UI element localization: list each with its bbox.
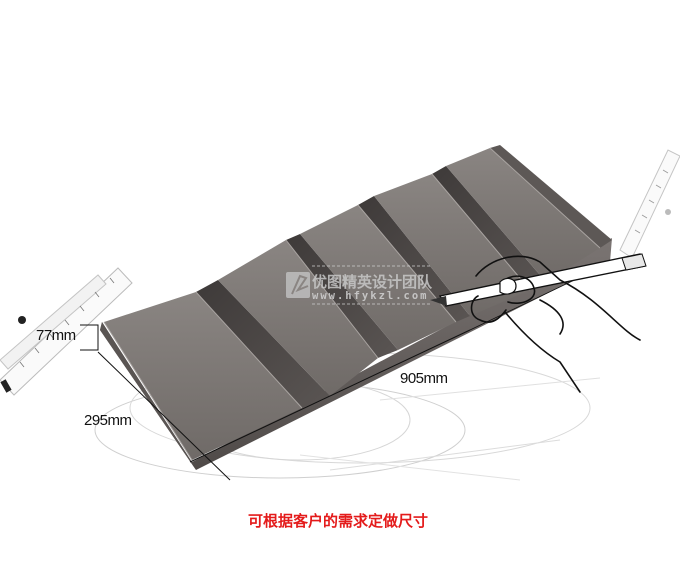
depth-dimension-label: 295mm <box>84 412 132 429</box>
watermark-logo-icon <box>286 265 432 305</box>
stepped-tray <box>100 145 612 470</box>
custom-size-caption: 可根据客户的需求定做尺寸 <box>248 512 429 530</box>
ruler-right-icon <box>619 149 680 259</box>
watermark-title: 优图精英设计团队 <box>312 273 433 291</box>
length-dimension-label: 905mm <box>400 370 448 387</box>
watermark-url: www.hfykzl.com <box>312 290 429 302</box>
height-dimension-label: 77mm <box>36 327 76 344</box>
ruler-left-icon <box>0 267 133 396</box>
dimension-lines <box>80 261 613 481</box>
hand-drawing-icon <box>430 253 647 393</box>
